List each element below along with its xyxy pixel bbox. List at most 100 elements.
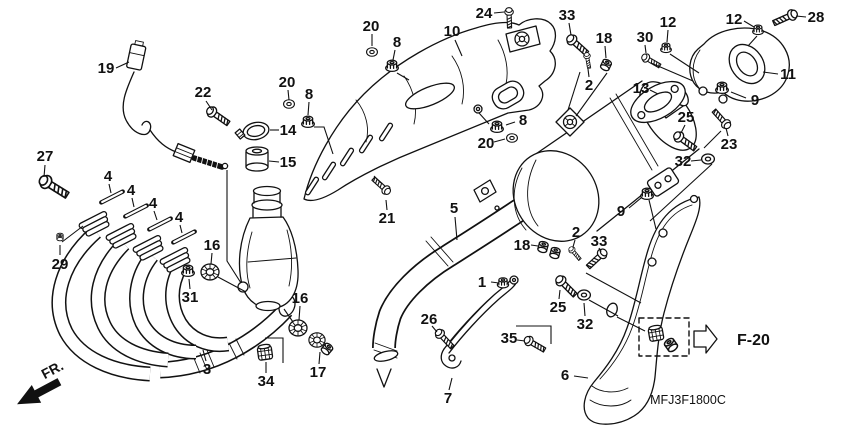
- callout-32: 32: [675, 153, 692, 170]
- callout-leader-13: [649, 89, 659, 95]
- callout-leader-20: [287, 89, 290, 101]
- callout-12: 12: [726, 11, 743, 28]
- nut-9b: [640, 187, 654, 201]
- bolt-25b: [552, 272, 580, 300]
- callout-leader-4: [179, 224, 183, 234]
- callout-27: 27: [37, 148, 54, 165]
- callout-leader-33: [568, 22, 572, 36]
- callout-4: 4: [104, 168, 113, 185]
- callout-leader-9: [628, 197, 642, 209]
- callout-6: 6: [561, 367, 569, 384]
- callout-leader-35: [516, 339, 526, 342]
- callout-35: 35: [501, 330, 518, 347]
- bushing-18b: [536, 239, 550, 255]
- nut-12b: [752, 24, 764, 36]
- callout-13: 13: [633, 80, 650, 97]
- callout-leader-17: [318, 351, 321, 365]
- callout-leader-25: [558, 289, 561, 300]
- pipe-stay-bracket: [440, 275, 519, 369]
- callout-leader-33: [598, 247, 602, 253]
- callout-2: 2: [572, 224, 580, 241]
- bolt-23: [709, 106, 734, 132]
- callout-33: 33: [591, 233, 608, 250]
- callout-leader-18: [604, 45, 607, 59]
- callout-leader-19: [115, 61, 130, 69]
- callout-28: 28: [808, 9, 825, 26]
- callout-20: 20: [279, 74, 296, 91]
- callout-11: 11: [780, 66, 796, 83]
- callout-leader-9: [730, 91, 747, 99]
- callout-leader-4: [108, 183, 112, 194]
- callout-leader-24: [493, 11, 505, 14]
- callout-leader-10: [454, 39, 463, 57]
- callout-leader-4: [153, 210, 158, 221]
- callout-leader-30: [644, 44, 647, 54]
- callout-leader-20: [493, 138, 506, 143]
- callout-16: 16: [292, 290, 309, 307]
- pipe-clamp-14: [234, 121, 270, 141]
- reference-arrow-icon: [693, 324, 718, 354]
- diagram-code: MFJ3F1800C: [650, 393, 726, 407]
- callout-leader-31: [188, 278, 191, 290]
- callout-34: 34: [258, 373, 275, 390]
- callout-32: 32: [577, 316, 594, 333]
- callout-18: 18: [514, 237, 531, 254]
- nut-31: [181, 264, 195, 278]
- callout-20: 20: [478, 135, 495, 152]
- dashed-reference-box: [638, 317, 690, 357]
- callout-leader-28: [795, 15, 807, 18]
- bolt-2b: [566, 244, 583, 263]
- reference-lines: [61, 35, 758, 363]
- mount-bushing-15: [245, 146, 269, 172]
- callout-leader-8: [307, 101, 310, 116]
- nut-8a: [301, 115, 315, 129]
- callout-leader-7: [448, 377, 453, 391]
- callout-1: 1: [478, 274, 486, 291]
- nut-9a: [715, 81, 729, 95]
- nut-12a: [660, 42, 672, 54]
- bolt-21: [369, 174, 394, 198]
- callout-leader-22: [205, 100, 213, 111]
- bolt-2: [582, 51, 593, 70]
- callout-leader-23: [725, 127, 729, 137]
- header-pipes: [51, 210, 230, 382]
- bolt-22: [203, 103, 233, 129]
- callout-20: 20: [363, 18, 380, 35]
- gasket-16b: [288, 319, 308, 337]
- rubber-grommet: [646, 323, 665, 343]
- callout-8: 8: [519, 112, 527, 129]
- callout-33: 33: [559, 7, 576, 24]
- callout-25: 25: [678, 109, 695, 126]
- muffler-gasket-13: [630, 80, 686, 124]
- callout-leader-15: [268, 160, 280, 163]
- washer-20a: [283, 99, 295, 109]
- callout-4: 4: [149, 195, 158, 212]
- callout-leader-21: [385, 199, 388, 211]
- callout-26: 26: [421, 311, 438, 328]
- callout-30: 30: [637, 29, 654, 46]
- gasket-17: [308, 332, 335, 357]
- callout-12: 12: [660, 14, 677, 31]
- stud-29: [56, 232, 64, 242]
- rubber-34: [256, 342, 274, 362]
- shield-top-mount: [505, 25, 541, 53]
- bushing-18c: [548, 245, 562, 261]
- muffler-end-cap-11: [689, 27, 790, 104]
- gasket-16a: [200, 263, 220, 281]
- diagram-artwork: [17, 18, 790, 425]
- port-gaskets: [99, 189, 197, 245]
- bolt-33b: [583, 246, 610, 272]
- callout-leader-12: [743, 20, 755, 28]
- washer-32b: [576, 289, 592, 301]
- nut-8c: [490, 120, 504, 134]
- washer-32a: [700, 153, 716, 165]
- bolt-35: [521, 333, 548, 355]
- callout-4: 4: [175, 209, 184, 226]
- muffler-stay-cover: [583, 194, 701, 425]
- callout-22: 22: [195, 84, 212, 101]
- bolt-27: [35, 171, 72, 202]
- callout-5: 5: [450, 200, 458, 217]
- callout-8: 8: [305, 86, 313, 103]
